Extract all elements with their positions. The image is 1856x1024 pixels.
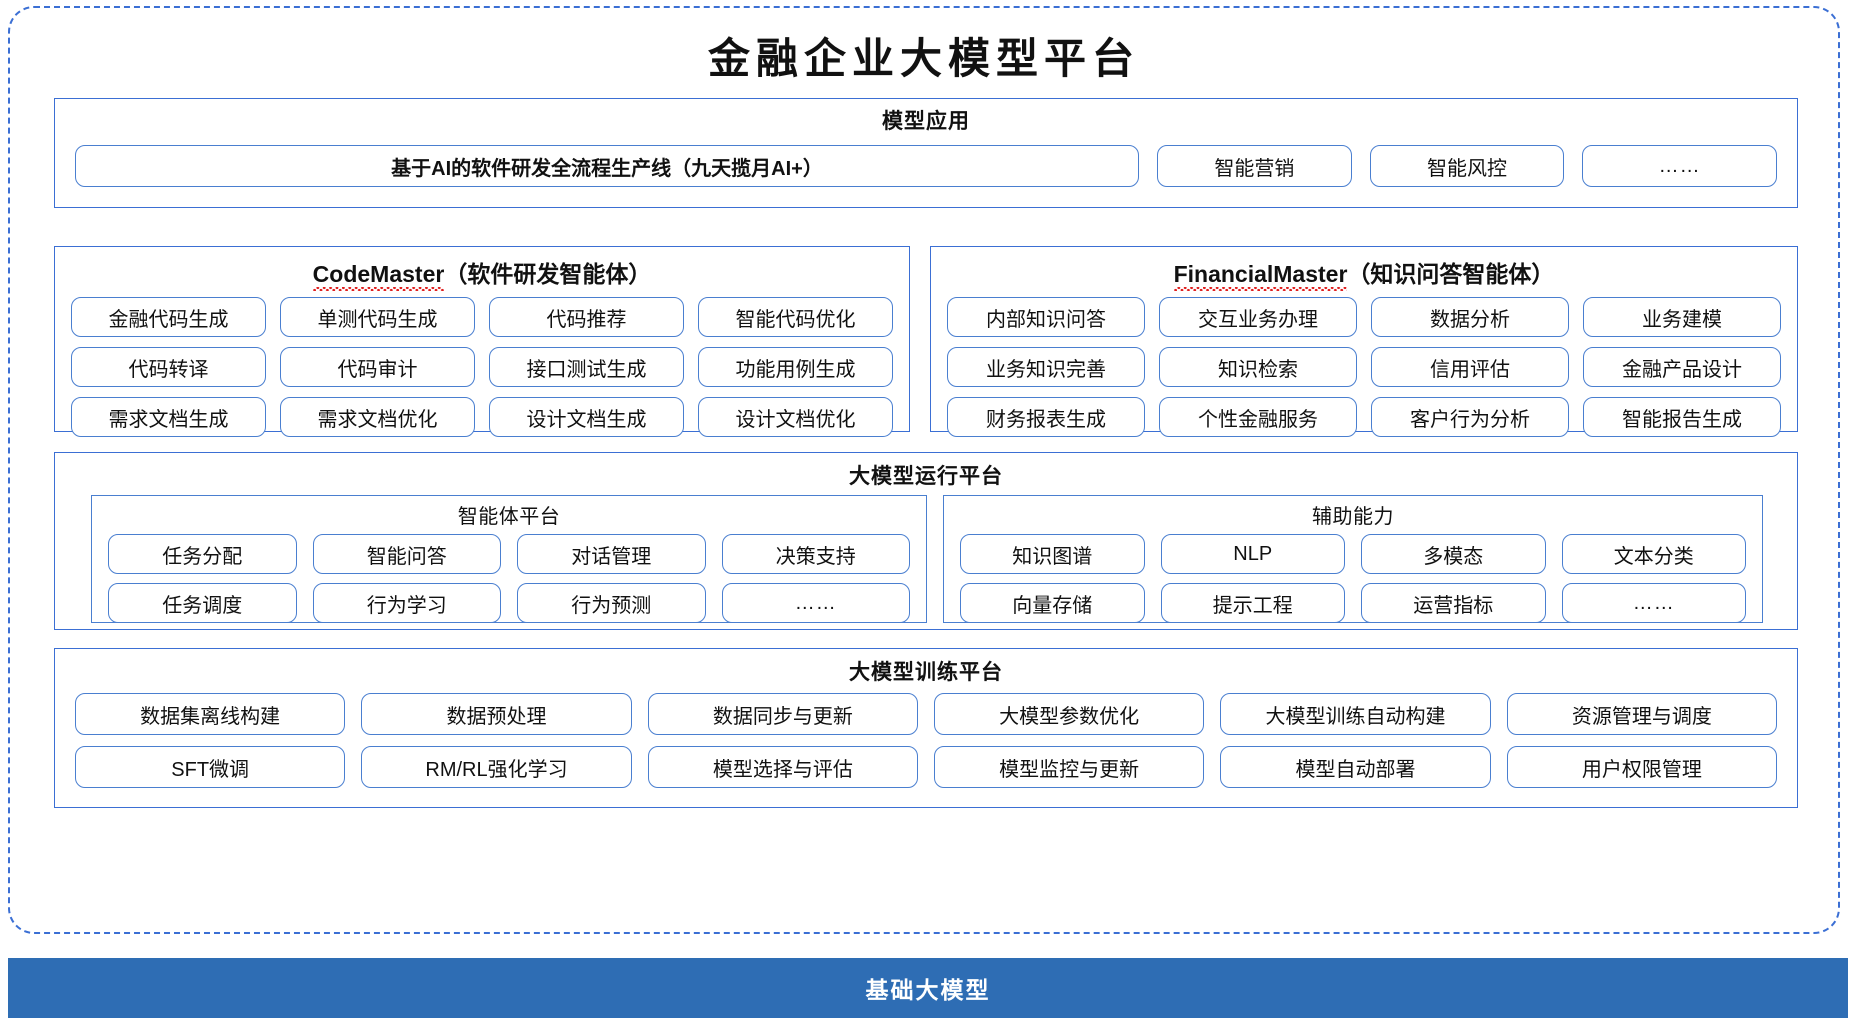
agentplat-item-0[interactable]: 任务分配 bbox=[108, 534, 297, 574]
section-title-code-master: CodeMaster（软件研发智能体） bbox=[55, 247, 909, 291]
fin-item-2[interactable]: 数据分析 bbox=[1371, 297, 1569, 337]
code-master-name-cn: （软件研发智能体） bbox=[444, 261, 652, 287]
fin-item-11[interactable]: 智能报告生成 bbox=[1583, 397, 1781, 437]
code-item-10[interactable]: 设计文档生成 bbox=[489, 397, 684, 437]
code-item-6[interactable]: 接口测试生成 bbox=[489, 347, 684, 387]
subsection-title-auxiliary-capability: 辅助能力 bbox=[1312, 506, 1394, 528]
section-code-master: CodeMaster（软件研发智能体） 金融代码生成 单测代码生成 代码推荐 智… bbox=[54, 246, 910, 437]
fin-item-10[interactable]: 客户行为分析 bbox=[1371, 397, 1569, 437]
subsection-agent-platform: 智能体平台 任务分配 智能问答 对话管理 决策支持 任务调度 行为学习 行为预测… bbox=[91, 495, 927, 623]
code-item-3[interactable]: 智能代码优化 bbox=[698, 297, 893, 337]
aux-item-2[interactable]: 多模态 bbox=[1361, 534, 1546, 574]
train-item-7[interactable]: RM/RL强化学习 bbox=[361, 746, 632, 788]
fin-item-6[interactable]: 信用评估 bbox=[1371, 347, 1569, 387]
code-item-5[interactable]: 代码审计 bbox=[280, 347, 475, 387]
financial-master-name-latin: FinancialMaster bbox=[1173, 261, 1348, 291]
train-item-10[interactable]: 模型自动部署 bbox=[1220, 746, 1491, 788]
fin-item-8[interactable]: 财务报表生成 bbox=[947, 397, 1145, 437]
code-item-2[interactable]: 代码推荐 bbox=[489, 297, 684, 337]
model-application-items: 基于AI的软件研发全流程生产线（九天揽月AI+） 智能营销 智能风控 …… bbox=[75, 145, 1778, 187]
financial-master-items: 内部知识问答 交互业务办理 数据分析 业务建模 业务知识完善 知识检索 信用评估… bbox=[947, 297, 1781, 437]
section-title-financial-master: FinancialMaster（知识问答智能体） bbox=[931, 247, 1797, 291]
code-item-4[interactable]: 代码转译 bbox=[71, 347, 266, 387]
aux-item-more[interactable]: …… bbox=[1561, 583, 1746, 623]
financial-master-name-cn: （知识问答智能体） bbox=[1347, 261, 1555, 287]
code-item-1[interactable]: 单测代码生成 bbox=[280, 297, 475, 337]
fin-item-0[interactable]: 内部知识问答 bbox=[947, 297, 1145, 337]
train-item-11[interactable]: 用户权限管理 bbox=[1506, 746, 1777, 788]
agentplat-item-4[interactable]: 任务调度 bbox=[108, 583, 297, 623]
auxiliary-items: 知识图谱 NLP 多模态 文本分类 向量存储 提示工程 运营指标 …… bbox=[960, 534, 1746, 623]
aux-item-6[interactable]: 运营指标 bbox=[1361, 583, 1546, 623]
train-item-0[interactable]: 数据集离线构建 bbox=[75, 693, 346, 735]
section-title-train-platform: 大模型训练平台 bbox=[849, 661, 1003, 684]
code-item-0[interactable]: 金融代码生成 bbox=[71, 297, 266, 337]
agent-platform-items: 任务分配 智能问答 对话管理 决策支持 任务调度 行为学习 行为预测 …… bbox=[108, 534, 910, 623]
train-item-9[interactable]: 模型监控与更新 bbox=[934, 746, 1205, 788]
fin-item-4[interactable]: 业务知识完善 bbox=[947, 347, 1145, 387]
agentplat-item-1[interactable]: 智能问答 bbox=[312, 534, 501, 574]
train-item-2[interactable]: 数据同步与更新 bbox=[647, 693, 918, 735]
section-model-application: 模型应用 基于AI的软件研发全流程生产线（九天揽月AI+） 智能营销 智能风控 … bbox=[54, 98, 1798, 208]
code-master-items: 金融代码生成 单测代码生成 代码推荐 智能代码优化 代码转译 代码审计 接口测试… bbox=[71, 297, 893, 437]
app-item-more[interactable]: …… bbox=[1582, 145, 1778, 187]
aux-item-0[interactable]: 知识图谱 bbox=[960, 534, 1145, 574]
section-title-run-platform: 大模型运行平台 bbox=[849, 465, 1003, 488]
train-item-8[interactable]: 模型选择与评估 bbox=[647, 746, 918, 788]
aux-item-4[interactable]: 向量存储 bbox=[960, 583, 1145, 623]
code-item-8[interactable]: 需求文档生成 bbox=[71, 397, 266, 437]
agentplat-item-5[interactable]: 行为学习 bbox=[312, 583, 501, 623]
aux-item-1[interactable]: NLP bbox=[1160, 534, 1345, 574]
train-platform-items: 数据集离线构建 数据预处理 数据同步与更新 大模型参数优化 大模型训练自动构建 … bbox=[75, 693, 1777, 788]
train-item-1[interactable]: 数据预处理 bbox=[361, 693, 632, 735]
section-run-platform: 大模型运行平台 智能体平台 任务分配 智能问答 对话管理 决策支持 任务调度 行… bbox=[54, 452, 1798, 630]
agentplat-item-2[interactable]: 对话管理 bbox=[517, 534, 706, 574]
train-item-3[interactable]: 大模型参数优化 bbox=[934, 693, 1205, 735]
fin-item-7[interactable]: 金融产品设计 bbox=[1583, 347, 1781, 387]
code-item-7[interactable]: 功能用例生成 bbox=[698, 347, 893, 387]
page-title: 金融企业大模型平台 bbox=[707, 37, 1140, 83]
fin-item-3[interactable]: 业务建模 bbox=[1583, 297, 1781, 337]
app-item-smart-marketing[interactable]: 智能营销 bbox=[1157, 145, 1352, 187]
train-item-6[interactable]: SFT微调 bbox=[75, 746, 346, 788]
code-item-11[interactable]: 设计文档优化 bbox=[698, 397, 893, 437]
code-item-9[interactable]: 需求文档优化 bbox=[280, 397, 475, 437]
architecture-diagram: 金融企业大模型平台 模型应用 基于AI的软件研发全流程生产线（九天揽月AI+） … bbox=[8, 6, 1840, 934]
agentplat-item-more[interactable]: …… bbox=[721, 583, 910, 623]
section-train-platform: 大模型训练平台 数据集离线构建 数据预处理 数据同步与更新 大模型参数优化 大模… bbox=[54, 648, 1798, 808]
subsection-title-agent-platform: 智能体平台 bbox=[457, 506, 561, 528]
base-model-label: 基础大模型 bbox=[865, 977, 991, 1003]
aux-item-3[interactable]: 文本分类 bbox=[1561, 534, 1746, 574]
agentplat-item-3[interactable]: 决策支持 bbox=[721, 534, 910, 574]
code-master-name-latin: CodeMaster bbox=[312, 261, 445, 291]
aux-item-5[interactable]: 提示工程 bbox=[1160, 583, 1345, 623]
fin-item-9[interactable]: 个性金融服务 bbox=[1159, 397, 1357, 437]
subsection-auxiliary-capability: 辅助能力 知识图谱 NLP 多模态 文本分类 向量存储 提示工程 运营指标 …… bbox=[943, 495, 1763, 623]
app-item-smart-risk-control[interactable]: 智能风控 bbox=[1369, 145, 1565, 187]
fin-item-1[interactable]: 交互业务办理 bbox=[1159, 297, 1357, 337]
base-model-bar: 基础大模型 bbox=[8, 958, 1848, 1018]
train-item-4[interactable]: 大模型训练自动构建 bbox=[1220, 693, 1491, 735]
section-title-model-application: 模型应用 bbox=[882, 110, 970, 133]
app-item-ai-pipeline[interactable]: 基于AI的软件研发全流程生产线（九天揽月AI+） bbox=[75, 145, 1139, 187]
train-item-5[interactable]: 资源管理与调度 bbox=[1506, 693, 1777, 735]
section-financial-master: FinancialMaster（知识问答智能体） 内部知识问答 交互业务办理 数… bbox=[930, 246, 1798, 437]
fin-item-5[interactable]: 知识检索 bbox=[1159, 347, 1357, 387]
agentplat-item-6[interactable]: 行为预测 bbox=[517, 583, 706, 623]
